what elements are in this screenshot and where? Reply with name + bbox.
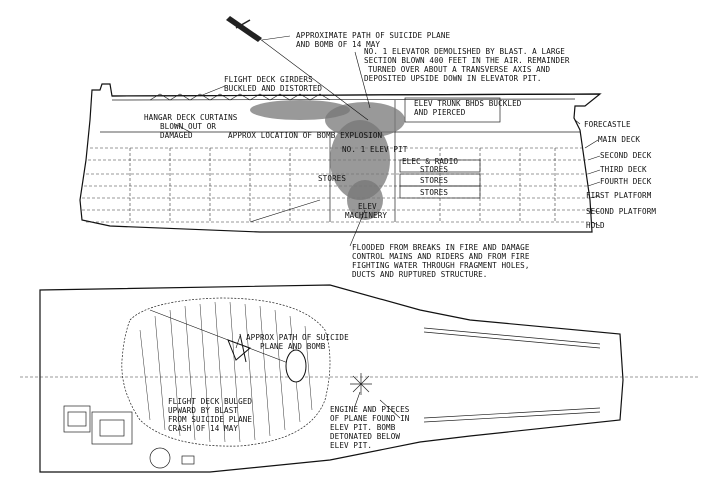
flight-deck-line xyxy=(111,93,601,97)
plan-island-2 xyxy=(91,411,133,445)
plan-rail-port xyxy=(423,327,601,345)
elev-machinery-label-1: ELEV xyxy=(358,202,377,211)
elev-pit-label: NO. 1 ELEV PIT xyxy=(342,145,408,154)
profile-leader-lines xyxy=(174,35,601,247)
girders-label-2: BUCKLED AND DISTORTED xyxy=(224,84,322,93)
bomb-hole xyxy=(285,349,307,383)
plan-plane-path xyxy=(149,309,297,367)
bulged-label-3: FROM SUICIDE PLANE xyxy=(168,415,252,424)
stores-label-a: STORES xyxy=(420,165,448,174)
engine-label-5: ELEV PIT. xyxy=(330,441,372,450)
deck-label-main: MAIN DECK xyxy=(598,135,640,144)
plan-gun-mount-1 xyxy=(149,447,171,469)
flooded-label-3: FIGHTING WATER THROUGH FRAGMENT HOLES, xyxy=(352,261,530,270)
stores-label-left: STORES xyxy=(318,174,346,183)
deck-label-second-platform: SECOND PLATFORM xyxy=(586,207,656,216)
deck-label-hold: HOLD xyxy=(586,221,605,230)
plan-path-label-1: APPROX PATH OF SUICIDE xyxy=(246,333,349,342)
stores-box-a xyxy=(399,159,481,173)
elevator-label-4: DEPOSITED UPSIDE DOWN IN ELEVATOR PIT. xyxy=(364,74,542,83)
elevator-label-2: SECTION BLOWN 400 FEET IN THE AIR. REMAI… xyxy=(364,56,570,65)
plan-view xyxy=(20,284,700,473)
plan-path-label-2: PLANE AND BOMB xyxy=(260,342,326,351)
bulged-deck-area xyxy=(121,297,331,447)
girders-label-1: FLIGHT DECK GIRDERS xyxy=(224,75,313,84)
flooded-label-4: DUCTS AND RUPTURED STRUCTURE. xyxy=(352,270,487,279)
deck-label-first-platform: FIRST PLATFORM xyxy=(586,191,652,200)
stores-label-b: STORES xyxy=(420,176,448,185)
deck-label-third: THIRD DECK xyxy=(600,165,647,174)
plane-path-label-1: APPROXIMATE PATH OF SUICIDE PLANE xyxy=(296,31,450,40)
profile-view xyxy=(79,16,602,247)
plan-path-leader xyxy=(235,335,241,349)
bulge-hatching xyxy=(139,301,313,443)
plan-island-2-inner xyxy=(99,419,125,437)
bulged-label-4: CRASH OF 14 MAY xyxy=(168,424,238,433)
plan-labels: APPROX PATH OF SUICIDE PLANE AND BOMB FL… xyxy=(168,333,410,450)
plane-wing-icon xyxy=(235,19,251,29)
blast-damage-area xyxy=(250,100,405,220)
elev-trunk-box xyxy=(404,97,501,123)
profile-labels: APPROXIMATE PATH OF SUICIDE PLANE AND BO… xyxy=(144,31,656,279)
plan-plane-icon xyxy=(227,333,251,363)
deck-label-second: SECOND DECK xyxy=(600,151,652,160)
bomb-location-label: APPROX LOCATION OF BOMB EXPLOSION xyxy=(228,131,382,140)
stores-box-c xyxy=(399,185,481,199)
plan-rail-stbd xyxy=(423,407,601,419)
curtains-label-1: HANGAR DECK CURTAINS xyxy=(144,113,238,122)
plane-path-label-2: AND BOMB OF 14 MAY xyxy=(296,40,380,49)
elev-machinery-label-2: MACHINERY xyxy=(345,211,387,220)
trunk-label-1: ELEV TRUNK BHDS BUCKLED xyxy=(414,99,522,108)
plan-rail-port-2 xyxy=(423,331,601,349)
profile-hull-outline xyxy=(79,83,602,233)
flooded-label-1: FLOODED FROM BREAKS IN FIRE AND DAMAGE xyxy=(352,243,530,252)
engine-label-3: ELEV PIT. BOMB xyxy=(330,423,396,432)
elevator-label-1: NO. 1 ELEVATOR DEMOLISHED BY BLAST. A LA… xyxy=(364,47,565,56)
plan-gun-mount-2 xyxy=(181,455,195,465)
plan-island-1-inner xyxy=(67,411,87,427)
curtains-label-3: DAMAGED xyxy=(160,131,193,140)
deck-label-fourth: FOURTH DECK xyxy=(600,177,652,186)
trunk-label-2: AND PIERCED xyxy=(414,108,466,117)
stores-label-c: STORES xyxy=(420,188,448,197)
engine-leader-2 xyxy=(379,399,401,419)
plan-rail-stbd-2 xyxy=(423,411,601,423)
elec-radio-label: ELEC & RADIO xyxy=(402,157,458,166)
deck-girder-truss xyxy=(149,93,331,101)
plan-island-1 xyxy=(63,405,91,433)
engine-leader xyxy=(354,391,361,407)
engine-burst-icon xyxy=(350,373,372,395)
curtains-label-2: BLOWN OUT OR xyxy=(160,122,216,131)
plan-deck-outline xyxy=(39,284,624,473)
engine-label-2: OF PLANE FOUND IN xyxy=(330,414,410,423)
bulged-label-2: UPWARD BY BLAST xyxy=(168,406,238,415)
engine-label-4: DETONATED BELOW xyxy=(330,432,400,441)
plane-silhouette-icon xyxy=(226,16,262,42)
deck-label-forecastle: FORECASTLE xyxy=(584,120,631,129)
engine-label-1: ENGINE AND PIECES xyxy=(330,405,410,414)
flooded-label-2: CONTROL MAINS AND RIDERS AND FROM FIRE xyxy=(352,252,530,261)
bulged-label-1: FLIGHT DECK BULGED xyxy=(168,397,252,406)
elevator-label-3: TURNED OVER ABOUT A TRANSVERSE AXIS AND xyxy=(368,65,551,74)
